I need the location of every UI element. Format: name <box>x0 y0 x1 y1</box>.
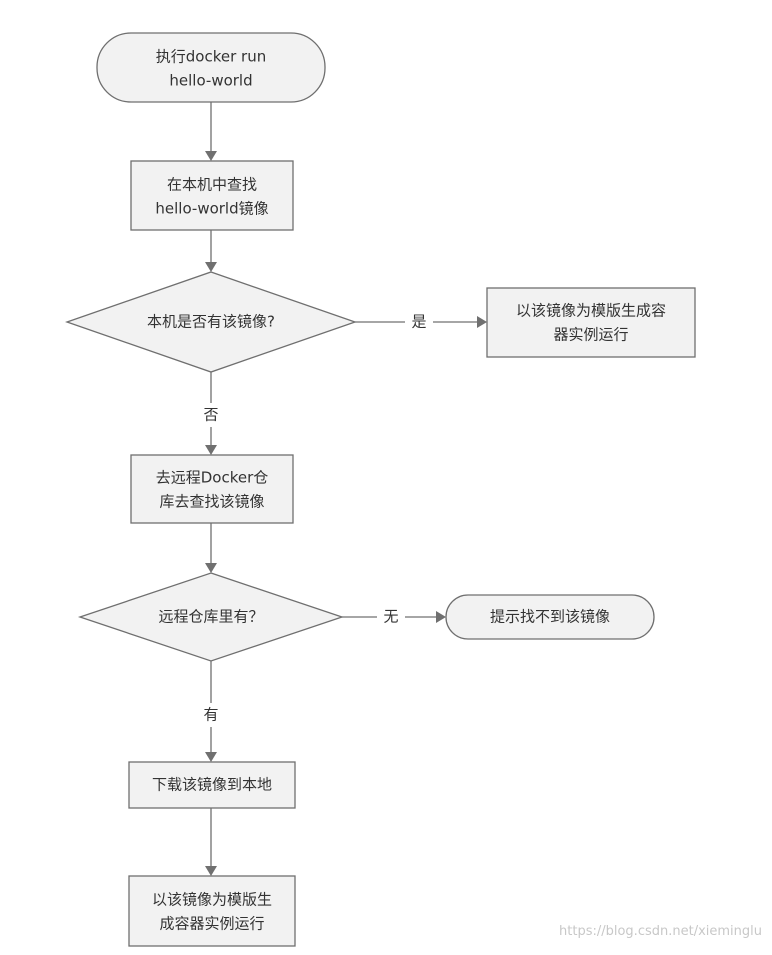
decision-check-remote: 远程仓库里有？ <box>77 572 345 662</box>
edge-label-yes: 是 <box>411 313 426 331</box>
edge-check-local-to-run-local: 是 <box>355 311 487 333</box>
node-run-local-line-2: 器实例运行 <box>553 326 628 344</box>
edge-check-remote-to-download: 有 <box>197 661 225 762</box>
node-start: 执行docker run hello-world <box>96 32 326 103</box>
edge-label-none: 无 <box>383 608 398 626</box>
decision-check-local-text: 本机是否有该镜像? <box>147 313 275 331</box>
edge-download-to-run-remote <box>205 808 217 876</box>
node-search-local-line-1: 在本机中查找 <box>167 176 257 194</box>
edge-search-remote-to-check-remote <box>205 523 217 573</box>
node-run-remote-line-1: 以该镜像为模版生 <box>152 891 272 909</box>
node-not-found: 提示找不到该镜像 <box>445 594 655 640</box>
node-not-found-text: 提示找不到该镜像 <box>490 608 610 626</box>
node-search-remote: 去远程Docker仓 库去查找该镜像 <box>130 454 294 524</box>
node-run-local-line-1: 以该镜像为模版生成容 <box>516 302 666 320</box>
node-run-remote-line-2: 成容器实例运行 <box>159 915 264 933</box>
node-download: 下载该镜像到本地 <box>128 761 296 809</box>
edge-search-local-to-check-local <box>205 230 217 272</box>
node-start-line-1: 执行docker run <box>156 48 266 66</box>
watermark-url: https://blog.csdn.net/xieminglu <box>559 924 762 939</box>
node-search-remote-line-1: 去远程Docker仓 <box>156 469 269 487</box>
node-start-line-2: hello-world <box>169 72 252 90</box>
edge-start-to-search-local <box>205 102 217 161</box>
decision-check-remote-text: 远程仓库里有？ <box>158 608 263 626</box>
edge-label-has: 有 <box>203 706 218 724</box>
edge-check-local-to-search-remote: 否 <box>197 372 225 455</box>
node-run-remote: 以该镜像为模版生 成容器实例运行 <box>128 875 296 947</box>
node-run-local: 以该镜像为模版生成容 器实例运行 <box>486 287 696 358</box>
node-search-remote-line-2: 库去查找该镜像 <box>159 493 264 511</box>
edge-label-no: 否 <box>203 406 218 424</box>
node-search-local: 在本机中查找 hello-world镜像 <box>130 160 294 231</box>
node-search-local-line-2: hello-world镜像 <box>155 200 268 218</box>
edge-check-remote-to-not-found: 无 <box>342 606 446 628</box>
decision-check-local: 本机是否有该镜像? <box>65 271 357 373</box>
node-download-text: 下载该镜像到本地 <box>152 776 272 794</box>
